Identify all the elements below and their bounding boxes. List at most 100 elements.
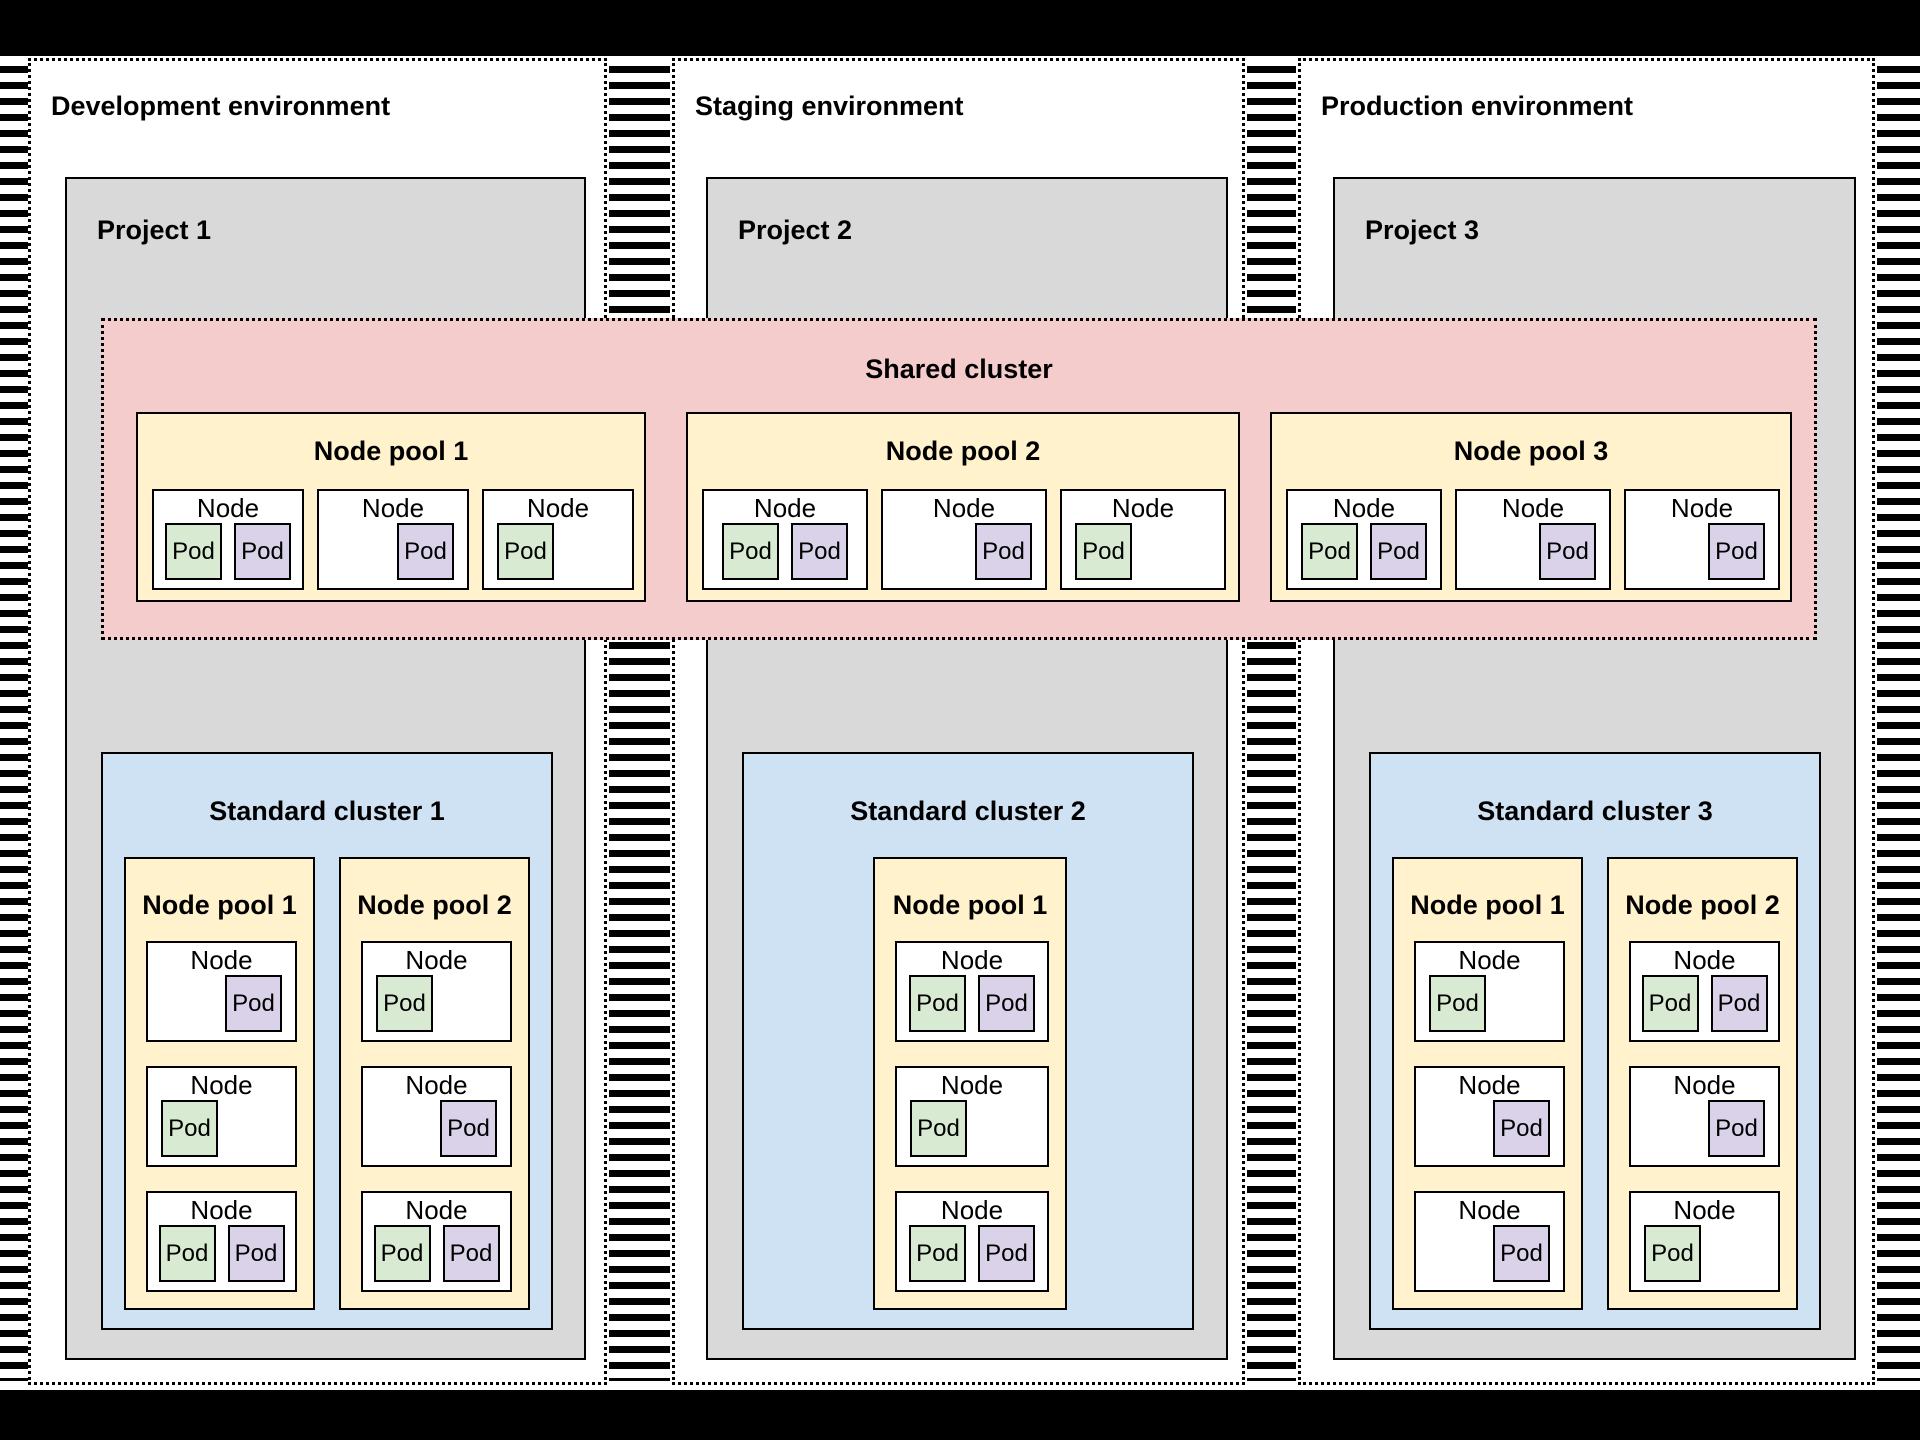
node-label: Node: [190, 945, 253, 975]
node-label: Node: [196, 493, 260, 523]
pod-green: Pod: [1644, 1225, 1701, 1282]
pod-green: Pod: [158, 1225, 216, 1282]
environment-label: Development environment: [51, 91, 391, 121]
node-label: Node: [1673, 1070, 1736, 1100]
hatch-bar-staging-production: [1247, 66, 1296, 1381]
node-label: Node: [405, 1070, 468, 1100]
node-label: Node: [361, 493, 425, 523]
pod-purple: Pod: [227, 1225, 285, 1282]
pod-green: Pod: [497, 523, 554, 580]
hatch-bar-right: [1877, 66, 1920, 1381]
node-pool-title: Node pool 3: [1453, 436, 1609, 466]
pod-purple: Pod: [1539, 523, 1596, 580]
node-pool-title: Node pool 1: [142, 890, 297, 920]
node-label: Node: [753, 493, 817, 523]
project-label: Project 1: [97, 215, 212, 245]
pod-green: Pod: [373, 1225, 431, 1282]
pod-row: Pod: [319, 523, 467, 580]
pod-row: Pod: [1631, 1225, 1778, 1282]
pod-purple: Pod: [397, 523, 454, 580]
pod-purple: Pod: [975, 523, 1032, 580]
pod-green: Pod: [376, 975, 433, 1032]
pod-purple: Pod: [225, 975, 282, 1032]
pod-row: Pod: [148, 1100, 295, 1157]
environment-label: Production environment: [1321, 91, 1634, 121]
node-label: Node: [405, 945, 468, 975]
pod-purple: Pod: [1493, 1225, 1550, 1282]
pod-row: Pod: [1416, 1225, 1563, 1282]
node-label: Node: [940, 1195, 1004, 1225]
node-label: Node: [1501, 493, 1565, 523]
node-pool-title: Node pool 1: [1410, 890, 1565, 920]
pod-row: Pod: [1416, 1100, 1563, 1157]
node-label: Node: [940, 945, 1004, 975]
pod-green: Pod: [909, 975, 966, 1032]
node-label: Node: [526, 493, 590, 523]
node-label: Node: [1458, 945, 1521, 975]
pod-purple: Pod: [234, 523, 291, 580]
node-label: Node: [1673, 945, 1736, 975]
node-label: Node: [1111, 493, 1175, 523]
pod-purple: Pod: [1493, 1100, 1550, 1157]
pod-row: Pod: [148, 975, 295, 1032]
pod-green: Pod: [1301, 523, 1358, 580]
project-label: Project 3: [1365, 215, 1480, 245]
node-pool-title: Node pool 1: [892, 890, 1048, 920]
pod-row: Pod: [897, 1100, 1047, 1157]
environment-label: Staging environment: [695, 91, 964, 121]
pod-row: Pod: [1062, 523, 1224, 580]
pod-row: Pod: [363, 1100, 510, 1157]
pod-row: Pod: [484, 523, 632, 580]
node-label: Node: [190, 1195, 253, 1225]
pod-purple: Pod: [978, 975, 1035, 1032]
hatch-bar-dev-staging: [609, 66, 670, 1381]
pod-purple: Pod: [978, 1225, 1035, 1282]
node-label: Node: [1458, 1195, 1521, 1225]
node-pool-title: Node pool 2: [357, 890, 512, 920]
pod-purple: Pod: [442, 1225, 500, 1282]
node-label: Node: [1670, 493, 1734, 523]
node-pool-title: Node pool 2: [885, 436, 1041, 466]
pod-row: Pod: [883, 523, 1045, 580]
project-label: Project 2: [738, 215, 853, 245]
node-label: Node: [940, 1070, 1004, 1100]
node-pool-title: Node pool 1: [313, 436, 469, 466]
node-label: Node: [190, 1070, 253, 1100]
